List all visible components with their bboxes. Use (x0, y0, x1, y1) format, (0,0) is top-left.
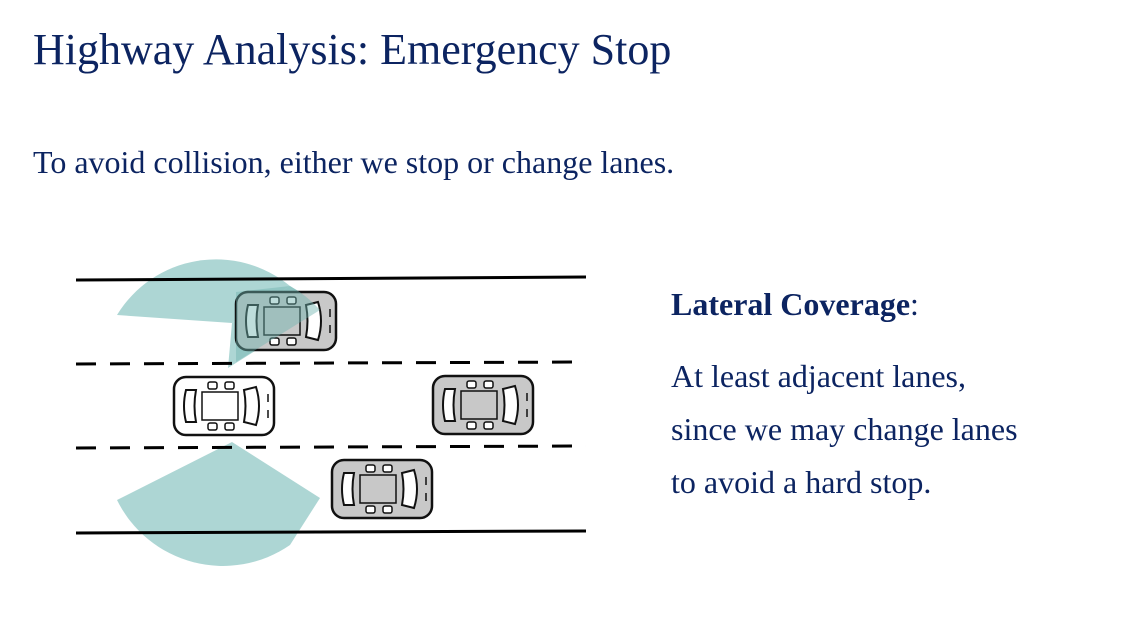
body-line-1: At least adjacent lanes, (671, 358, 966, 394)
lane-divider-lower (75, 444, 587, 450)
lateral-coverage-body: At least adjacent lanes, since we may ch… (671, 350, 1131, 509)
car-ahead (431, 374, 535, 436)
car-adjacent-lower (330, 458, 434, 520)
ego-car (172, 375, 276, 437)
slide-title: Highway Analysis: Emergency Stop (33, 25, 672, 74)
sensor-coverage-lower (117, 442, 320, 566)
lateral-coverage-heading: Lateral Coverage: (671, 284, 1131, 324)
body-line-3: to avoid a hard stop. (671, 464, 932, 500)
slide-subtitle: To avoid collision, either we stop or ch… (33, 144, 675, 180)
sensor-coverage-overlay (236, 286, 320, 362)
body-line-2: since we may change lanes (671, 411, 1018, 447)
lateral-coverage-panel: Lateral Coverage: At least adjacent lane… (671, 284, 1131, 509)
road-edge-top (75, 275, 587, 282)
highway-diagram (75, 259, 587, 566)
heading-colon: : (910, 286, 919, 322)
heading-bold: Lateral Coverage (671, 286, 911, 322)
lane-divider-upper (75, 360, 587, 366)
road-edge-bottom (75, 529, 587, 535)
